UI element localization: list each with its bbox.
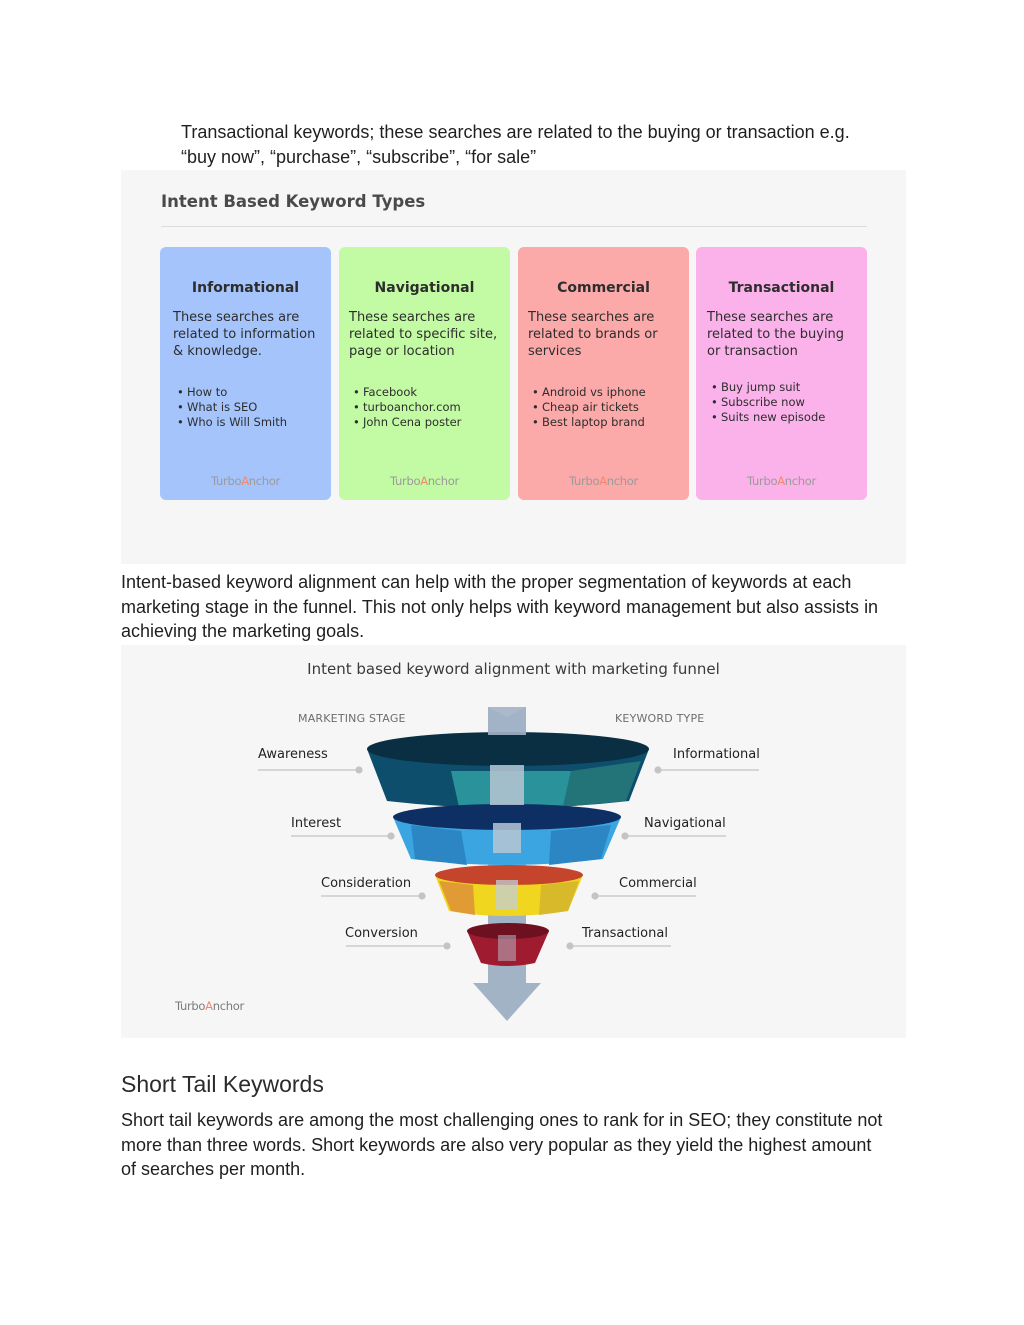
list-item: John Cena poster bbox=[349, 415, 461, 430]
type-navigational: Navigational bbox=[644, 816, 726, 831]
paragraph-line: Intent-based keyword alignment can help … bbox=[121, 572, 852, 592]
funnel-graphic bbox=[258, 707, 759, 1021]
list-item: Cheap air tickets bbox=[528, 400, 646, 415]
list-item: Who is Will Smith bbox=[173, 415, 287, 430]
divider bbox=[161, 226, 867, 227]
keyword-type-heading: KEYWORD TYPE bbox=[615, 712, 705, 725]
stage-consideration: Consideration bbox=[321, 876, 412, 891]
card-title: Transactional bbox=[728, 280, 835, 296]
list-item: Best laptop brand bbox=[528, 415, 646, 430]
card-description: These searches are related to specific s… bbox=[349, 310, 498, 359]
paragraph-line: achieving the marketing goals. bbox=[121, 621, 365, 641]
figure-title: Intent Based Keyword Types bbox=[161, 192, 426, 211]
card-title: Navigational bbox=[374, 280, 475, 296]
funnel-intro-paragraph: Intent-based keyword alignment can help … bbox=[121, 570, 878, 644]
type-commercial: Commercial bbox=[619, 876, 697, 891]
list-item: Buy jump suit bbox=[707, 380, 825, 395]
card-title: Informational bbox=[191, 280, 300, 296]
list-item: turboanchor.com bbox=[349, 400, 461, 415]
section-heading: Short Tail Keywords bbox=[121, 1071, 324, 1097]
brand-logo: TurboAnchor bbox=[390, 474, 459, 488]
card-examples: Buy jump suit Subscribe now Suits new ep… bbox=[707, 380, 825, 425]
intro-line-1: Transactional keywords; these searches a… bbox=[181, 122, 850, 142]
stage-conversion: Conversion bbox=[345, 926, 418, 941]
list-item: What is SEO bbox=[173, 400, 287, 415]
brand-logo: TurboAnchor bbox=[211, 474, 280, 488]
list-item: Suits new episode bbox=[707, 410, 825, 425]
intro-line-2: “buy now”, “purchase”, “subscribe”, “for… bbox=[181, 146, 537, 167]
brand-logo: TurboAnchor bbox=[175, 999, 244, 1013]
list-item: How to bbox=[173, 385, 287, 400]
card-examples: Android vs iphone Cheap air tickets Best… bbox=[528, 385, 646, 430]
type-informational: Informational bbox=[673, 747, 760, 762]
marketing-funnel-figure: Intent based keyword alignment with mark… bbox=[121, 645, 906, 1038]
brand-logo: TurboAnchor bbox=[747, 474, 816, 488]
card-commercial: Commercial These searches are related to… bbox=[518, 247, 689, 500]
intro-paragraph: Transactional keywords; these searches a… bbox=[181, 120, 850, 169]
intent-types-figure: Intent Based Keyword Types Informational… bbox=[121, 170, 906, 564]
figure-title: Intent based keyword alignment with mark… bbox=[307, 660, 720, 678]
list-item: Facebook bbox=[349, 385, 461, 400]
list-item: Android vs iphone bbox=[528, 385, 646, 400]
section-paragraph: Short tail keywords are among the most c… bbox=[121, 1108, 882, 1182]
card-title: Commercial bbox=[557, 280, 650, 296]
paragraph-line: more than three words. Short keywords ar… bbox=[121, 1134, 872, 1155]
card-description: These searches are related to informatio… bbox=[173, 310, 316, 359]
card-informational: Informational These searches are related… bbox=[160, 247, 331, 500]
card-examples: Facebook turboanchor.com John Cena poste… bbox=[349, 385, 461, 430]
type-transactional: Transactional bbox=[582, 926, 668, 941]
stage-awareness: Awareness bbox=[258, 747, 328, 762]
marketing-stage-heading: MARKETING STAGE bbox=[298, 712, 406, 725]
card-transactional: Transactional These searches are related… bbox=[696, 247, 867, 500]
card-description: These searches are related to brands or … bbox=[528, 310, 658, 359]
card-description: These searches are related to the buying… bbox=[707, 310, 845, 359]
list-item: Subscribe now bbox=[707, 395, 825, 410]
card-navigational: Navigational These searches are related … bbox=[339, 247, 510, 500]
paragraph-line: marketing stage in the funnel. This not … bbox=[121, 596, 879, 617]
stage-interest: Interest bbox=[291, 816, 342, 831]
paragraph-line: Short tail keywords are among the most c… bbox=[121, 1110, 883, 1130]
card-examples: How to What is SEO Who is Will Smith bbox=[173, 385, 287, 430]
brand-logo: TurboAnchor bbox=[569, 474, 638, 488]
paragraph-line: of searches per month. bbox=[121, 1159, 306, 1179]
